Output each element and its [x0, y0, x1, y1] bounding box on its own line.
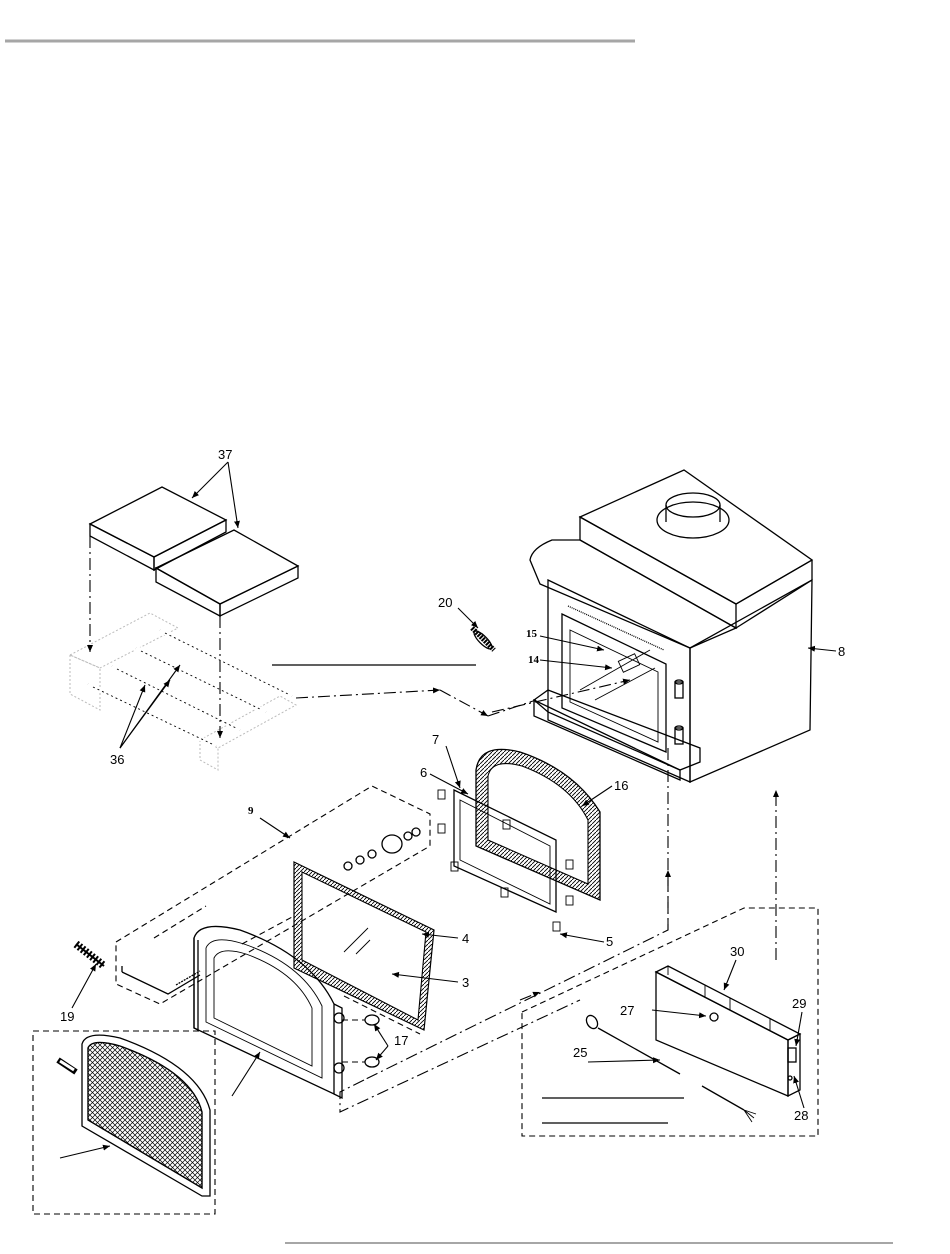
callout-7: 7 [432, 732, 439, 747]
callout-8: 8 [838, 644, 845, 659]
callout-30: 30 [730, 944, 744, 959]
callout-37: 37 [218, 447, 232, 462]
assembly-paths [90, 536, 776, 1112]
leader-lines [60, 462, 836, 1158]
callout-28: 28 [794, 1108, 808, 1123]
spring-handle [76, 944, 104, 966]
callout-5: 5 [606, 934, 613, 949]
callout-36: 36 [110, 752, 124, 767]
callout-25: 25 [573, 1045, 587, 1060]
callout-14: 14 [528, 654, 540, 666]
callout-27: 27 [620, 1003, 634, 1018]
firebrick-panels [90, 487, 298, 616]
callout-4: 4 [462, 931, 469, 946]
callout-29: 29 [792, 996, 806, 1011]
door-glass-assembly [294, 862, 434, 1030]
callout-20: 20 [438, 595, 452, 610]
callout-15: 15 [526, 628, 538, 640]
stove-body [530, 470, 812, 782]
secondary-air-tubes [70, 613, 296, 770]
callout-6: 6 [420, 765, 427, 780]
door-frame-gasket [438, 749, 600, 931]
callout-16: 16 [614, 778, 628, 793]
callout-17: 17 [394, 1033, 408, 1048]
callout-9: 9 [248, 805, 254, 817]
callout-3: 3 [462, 975, 469, 990]
callout-19: 19 [60, 1009, 74, 1024]
air-control-knob [472, 628, 495, 651]
blower-kit-box [522, 908, 818, 1136]
spark-screen-box [33, 1031, 215, 1214]
